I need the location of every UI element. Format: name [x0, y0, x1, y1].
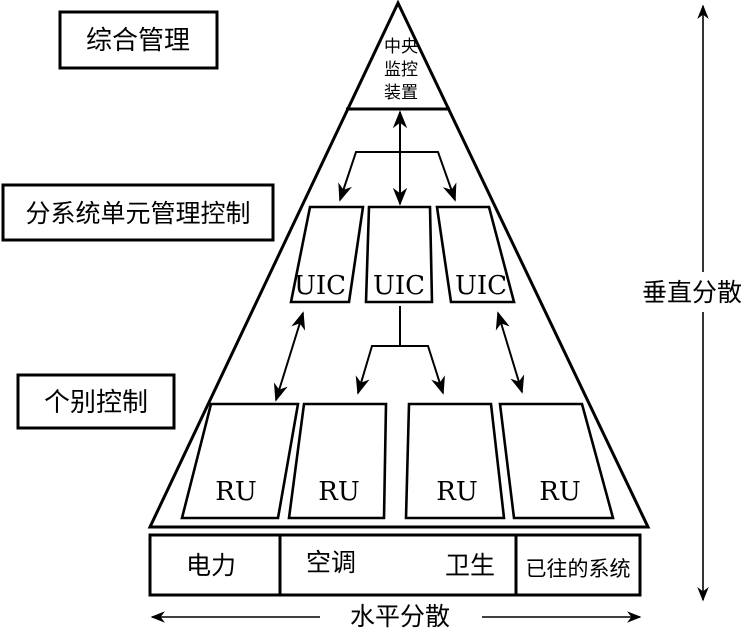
uic-ru-right-arrow	[495, 311, 525, 394]
integrated-label-box	[58, 10, 219, 70]
uic-units: UIC UIC UIC	[289, 205, 516, 304]
pyramid	[147, 0, 651, 529]
apex-uic-connectors	[338, 110, 457, 206]
level-labels: 综合管理 分系统单元管理控制 个别控制	[1, 10, 275, 430]
apex-uic-branch	[338, 151, 457, 202]
central-monitoring-unit: 中央 监控 装置	[384, 37, 418, 103]
uic-unit-center	[364, 205, 434, 304]
horizontal-axis: 水平分散	[150, 602, 642, 630]
apex-line-1: 中央	[384, 37, 418, 57]
system-base: 电力 空调 卫生 已往的系统	[148, 533, 642, 597]
system-base-box	[148, 533, 642, 597]
ru-unit-3	[404, 402, 506, 520]
ru-unit-2	[287, 402, 388, 520]
ru-label-3: RU	[436, 477, 478, 507]
uic-ru-connectors	[273, 306, 525, 402]
uic-ru-left-arrow	[273, 311, 306, 402]
uic-label-right: UIC	[455, 271, 507, 301]
vertical-axis: 垂直分散	[642, 4, 742, 602]
integrated-label: 综合管理	[86, 26, 190, 56]
system-hvac: 空调	[306, 548, 356, 577]
subsystem-label-box	[1, 183, 275, 242]
subsystem-label: 分系统单元管理控制	[25, 199, 250, 228]
uic-label-left: UIC	[294, 271, 346, 301]
apex-line-3: 装置	[384, 83, 418, 103]
uic-label-center: UIC	[373, 271, 425, 301]
ru-label-1: RU	[215, 477, 257, 507]
uic-unit-right	[435, 205, 516, 304]
horizontal-axis-label: 水平分散	[350, 602, 450, 630]
uic-ru-center-branch	[355, 345, 445, 395]
ru-label-2: RU	[318, 477, 360, 507]
system-existing: 已往的系统	[526, 557, 631, 581]
system-sanitation: 卫生	[445, 551, 495, 580]
uic-unit-left	[289, 205, 365, 304]
system-power: 电力	[186, 551, 236, 580]
vertical-axis-label: 垂直分散	[642, 278, 742, 307]
ru-unit-4	[498, 402, 615, 520]
ru-unit-1	[180, 402, 300, 520]
ru-units: RU RU RU RU	[180, 402, 615, 520]
individual-label: 个别控制	[44, 388, 148, 418]
apex-line-2: 监控	[384, 60, 418, 80]
ru-label-4: RU	[539, 477, 581, 507]
individual-label-box	[16, 373, 176, 430]
